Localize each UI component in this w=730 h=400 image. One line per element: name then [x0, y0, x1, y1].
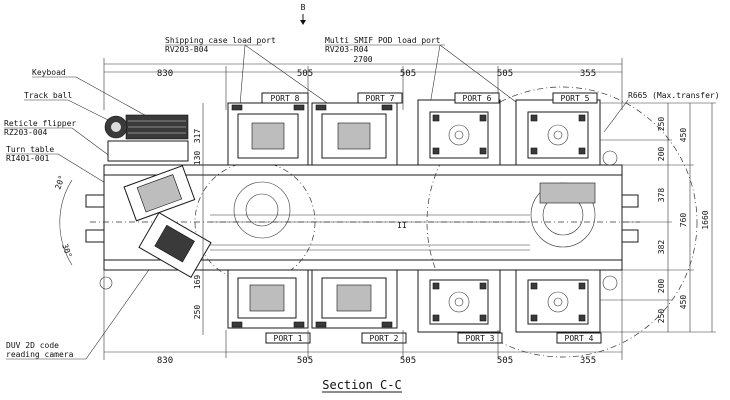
dim-right-200-bottom: 200 [657, 279, 666, 294]
angle-20: 20° [53, 174, 66, 191]
dim-right-1660: 1660 [701, 210, 710, 229]
camera-label-2: reading camera [6, 350, 74, 359]
dim-bottom-seg-5: 355 [580, 356, 596, 366]
dim-left-169: 169 [193, 275, 202, 290]
dim-left-250: 250 [193, 305, 202, 320]
section-title: Section C-C [322, 378, 401, 392]
dim-bottom-seg-1: 830 [157, 356, 173, 366]
shipping-case-title: Shipping case load port [165, 36, 276, 45]
port-5-label: PORT 5 [561, 94, 590, 103]
port-6-tag [454, 92, 500, 104]
port-6 [417, 99, 501, 166]
smif-pod-title: Multi SMIF POD load port [325, 36, 441, 45]
port-7-label: PORT 7 [366, 94, 395, 103]
dim-left-317: 317 [193, 129, 202, 144]
keyboard-keys [128, 120, 186, 134]
dim-right-450-bottom: 450 [679, 295, 688, 310]
dim-bottom-seg-4: 505 [497, 356, 513, 366]
port-4-tag [556, 332, 602, 344]
port-8-tag [261, 92, 309, 104]
reticle-flipper-code: RZ203-004 [4, 128, 48, 137]
port-5-tag [552, 92, 598, 104]
dim-right-250-top: 250 [657, 117, 666, 132]
dim-right-378: 378 [657, 188, 666, 203]
port-8 [227, 102, 309, 166]
keyboard-leader [75, 76, 151, 119]
turn-table-code: RI401-001 [6, 154, 50, 163]
leader-shipping-a [239, 44, 246, 106]
dim-right-250-bottom: 250 [657, 309, 666, 324]
trackball-ball [111, 122, 121, 132]
port-5 [515, 99, 601, 166]
port-7-tag [357, 92, 403, 104]
port-1-tag [265, 332, 311, 344]
dim-right-lines [600, 102, 716, 333]
dim-right-760: 760 [679, 213, 688, 228]
dim-top-seg-5: 355 [580, 69, 596, 79]
robot-left-hub [245, 193, 279, 227]
port-7 [311, 102, 398, 166]
reticle-flipper-title: Reticle flipper [4, 119, 76, 128]
dim-bottom-ticks [103, 270, 623, 360]
reticle-flipper [123, 165, 196, 222]
max-transfer-leader [603, 99, 629, 133]
trackball-label: Track ball [24, 91, 72, 100]
keyboard-label: Keyboad [32, 68, 66, 77]
max-transfer-circle [426, 86, 698, 358]
port-2-label: PORT 2 [370, 334, 399, 343]
port-3-tag [457, 332, 503, 344]
view-arrow-head [300, 20, 306, 25]
view-marker: B [301, 3, 306, 12]
dim-top-seg-2: 505 [297, 69, 313, 79]
max-transfer-label: R665 (Max.transfer) [628, 91, 720, 100]
dim-total-value: 2700 [353, 55, 372, 64]
center-mark: II [397, 221, 407, 230]
robot-left-base [233, 181, 291, 239]
dim-top-seg-3: 505 [400, 69, 416, 79]
port-2-tag [361, 332, 407, 344]
console-desk [107, 140, 189, 162]
turn-table [138, 211, 212, 279]
port-3-label: PORT 3 [466, 334, 495, 343]
leader-smif-b [439, 44, 521, 106]
port-1-label: PORT 1 [274, 334, 303, 343]
leveling-feet [99, 150, 618, 291]
angle-30: 30° [60, 243, 73, 260]
port-6-label: PORT 6 [463, 94, 492, 103]
camera-label-1: DUV 2D code [6, 341, 59, 350]
turn-table-title: Turn table [6, 145, 54, 154]
dim-right-382: 382 [657, 240, 666, 255]
dim-top-seg-4: 505 [497, 69, 513, 79]
leader-smif-a [429, 44, 441, 106]
robot-right-arm [539, 182, 596, 204]
angle-arc [59, 179, 73, 266]
port-4 [515, 269, 601, 333]
shipping-case-code: RV203-B04 [165, 45, 209, 54]
dim-bottom-seg-2: 505 [297, 356, 313, 366]
dim-right-450-top: 450 [679, 128, 688, 143]
leader-shipping-b [244, 44, 331, 106]
dim-right-200-top: 200 [657, 147, 666, 162]
dim-top-seg-1: 830 [157, 69, 173, 79]
port-2 [311, 269, 398, 329]
port-8-label: PORT 8 [271, 94, 300, 103]
port-3 [417, 269, 501, 333]
frame-brackets [85, 194, 639, 243]
trackball-leader [67, 99, 113, 123]
port-4-label: PORT 4 [565, 334, 594, 343]
dim-left-130: 130 [193, 151, 202, 166]
smif-pod-code: RV203-R04 [325, 45, 369, 54]
dim-bottom-seg-3: 505 [400, 356, 416, 366]
port-1 [227, 269, 309, 329]
